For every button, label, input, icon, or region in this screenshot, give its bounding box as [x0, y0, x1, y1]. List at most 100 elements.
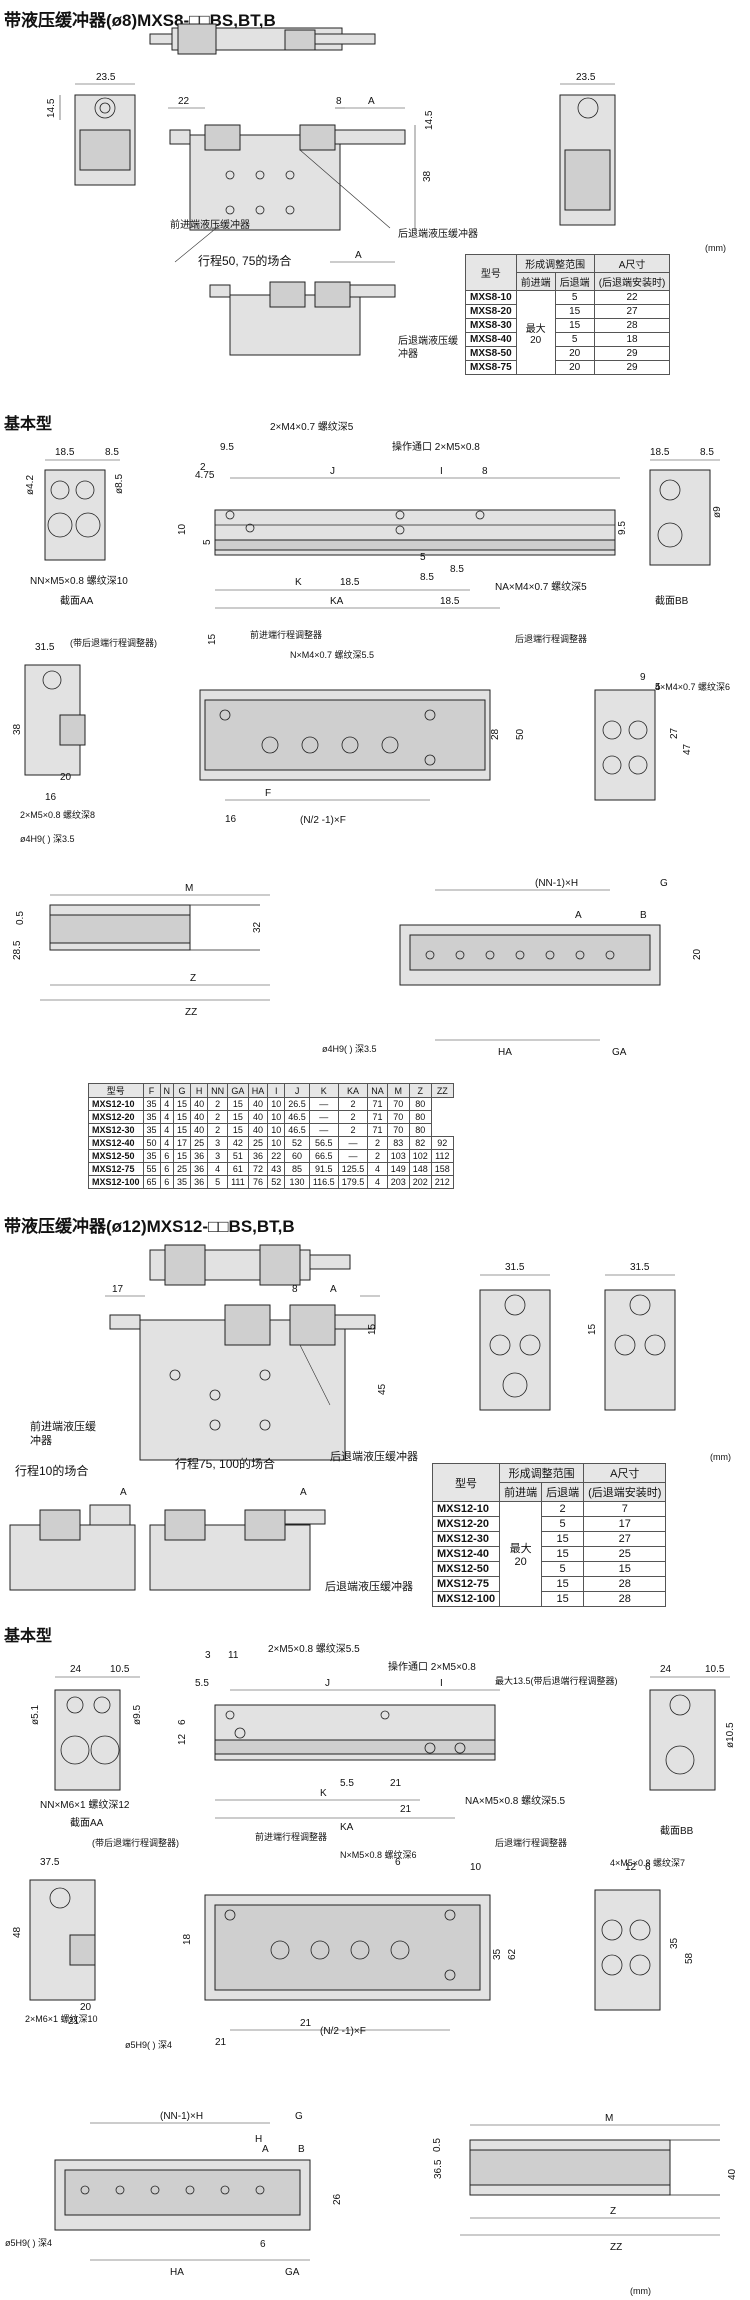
big-table-cell: 91.5: [308, 1162, 339, 1176]
svg-text:H: H: [255, 2134, 262, 2145]
label-m5-right: 4×M5×0.8 螺纹深7: [610, 1858, 686, 1868]
mxs12-plan-view: F 16 15 28 50: [199, 633, 526, 825]
spec2-head-rear: 后退端: [541, 1482, 585, 1502]
svg-text:J: J: [325, 1678, 330, 1689]
svg-text:21: 21: [300, 2018, 312, 2029]
spec1-cell: MXS8-40: [465, 332, 517, 347]
big-table-cell: —: [308, 1097, 339, 1111]
spec2-head-a-note: (后退端安装时): [583, 1482, 667, 1502]
spec2-cell: 15: [541, 1531, 585, 1547]
svg-text:8: 8: [482, 466, 488, 477]
svg-text:9.5: 9.5: [220, 442, 234, 453]
big-table-cell: 15: [173, 1149, 192, 1163]
spec1-unit: (mm): [705, 243, 726, 253]
svg-text:18.5: 18.5: [440, 596, 460, 607]
svg-text:8.5: 8.5: [450, 564, 464, 575]
svg-text:22: 22: [178, 96, 190, 107]
big-table-cell: 40: [247, 1110, 269, 1124]
svg-text:(NN-1)×H: (NN-1)×H: [160, 2111, 203, 2122]
big-table-cell: 83: [386, 1136, 410, 1150]
big-table-cell: 3: [207, 1149, 229, 1163]
svg-text:12: 12: [625, 1862, 637, 1873]
svg-text:32: 32: [252, 921, 263, 933]
svg-text:A: A: [120, 1487, 127, 1498]
big-table-cell: 10: [267, 1110, 286, 1124]
spec2-cell: MXS12-100: [431, 1591, 501, 1607]
mxs12-base-plan-view: 21 21 6 10 35 62 18: [182, 1857, 518, 2048]
mxs12-shock-end-left: 31.5: [479, 1262, 551, 1411]
svg-text:21: 21: [215, 2037, 227, 2048]
label-section-aa-2: 截面AA: [70, 1818, 104, 1829]
spec1-head-model: 型号: [465, 254, 517, 291]
svg-text:B: B: [298, 2144, 305, 2155]
label-port-s4: 操作通口 2×M5×0.8: [388, 1662, 476, 1673]
dim-23-5-left: 23.5: [96, 72, 116, 83]
big-table-cell: 102: [408, 1149, 432, 1163]
spec2-cell: 28: [583, 1591, 667, 1607]
big-table-cell: 26.5: [284, 1097, 310, 1111]
big-table-cell: 40: [247, 1123, 269, 1137]
spec1-head-a: A尺寸: [593, 254, 671, 273]
label-nn-m5: NN×M5×0.8 螺纹深10: [30, 576, 128, 587]
section-title-mxs12-shock: 带液压缓冲器(ø12)MXS12-□□BS,BT,B: [4, 1217, 295, 1236]
big-table-cell: 36: [190, 1175, 209, 1189]
big-table-header: M: [386, 1083, 410, 1098]
svg-text:28: 28: [490, 728, 501, 740]
spec2-head-a: A尺寸: [583, 1463, 667, 1483]
svg-text:I: I: [440, 1678, 443, 1689]
big-table-cell: 4: [367, 1162, 388, 1176]
spec-table-mxs12-shock: 型号 形成调整范围 A尺寸 前进端 后退端 (后退端安装时) MXS12-10 …: [431, 1463, 667, 1607]
big-table-cell: 35: [173, 1175, 192, 1189]
big-table-cell: 2: [207, 1097, 229, 1111]
mxs8-top-view: [149, 23, 376, 55]
big-table-cell: 72: [247, 1162, 269, 1176]
big-table-cell: 15: [173, 1097, 192, 1111]
svg-text:12: 12: [177, 1733, 188, 1745]
mxs12-base-side-elevation: (NN-1)×H G H A B 26 HA GA 6: [54, 2111, 343, 2278]
label-n-m4: N×M4×0.7 螺纹深5.5: [290, 650, 375, 660]
big-table-cell: 2: [337, 1097, 369, 1111]
spec1-cell: 5: [554, 332, 595, 347]
mxs12-shock-top-view: [149, 1244, 351, 1286]
spec2-cell: MXS12-30: [431, 1531, 501, 1547]
svg-text:47: 47: [682, 743, 693, 755]
mxs12-base-right-end: 12 6 35 58: [594, 1862, 695, 2011]
big-table-cell: 203: [386, 1175, 410, 1189]
svg-text:16: 16: [45, 792, 57, 803]
svg-text:50: 50: [515, 728, 526, 740]
big-table-cell: 40: [247, 1097, 269, 1111]
big-table-cell: 149: [386, 1162, 410, 1176]
svg-text:HA: HA: [170, 2267, 184, 2278]
spec2-cell: MXS12-50: [431, 1561, 501, 1577]
section-title-basic-2: 基本型: [4, 1628, 53, 1645]
label-m5-side: 2×M5×0.8 螺纹深8: [20, 810, 96, 820]
svg-text:5: 5: [655, 682, 661, 693]
big-table-cell: MXS12-50: [88, 1149, 144, 1163]
big-table-header: N: [159, 1083, 175, 1098]
mxs12-shock-side-view: 17 8 A 15 45: [105, 1284, 388, 1461]
label-m4-top: 2×M4×0.7 螺纹深5: [270, 422, 354, 433]
svg-text:10: 10: [177, 523, 188, 535]
big-table-cell: 15: [227, 1123, 249, 1137]
svg-text:HA: HA: [498, 1047, 512, 1058]
svg-text:28.5: 28.5: [12, 940, 23, 960]
svg-text:ø8.5: ø8.5: [114, 474, 125, 494]
svg-text:ø10.5: ø10.5: [725, 1722, 736, 1748]
big-table-cell: —: [308, 1123, 339, 1137]
svg-text:36.5: 36.5: [433, 2159, 444, 2179]
spec2-cell: 7: [583, 1501, 667, 1517]
svg-text:20: 20: [80, 2002, 92, 2013]
svg-text:ZZ: ZZ: [610, 2242, 622, 2253]
big-table-cell: 51: [227, 1149, 249, 1163]
svg-text:6: 6: [260, 2239, 266, 2250]
spec1-cell: MXS8-20: [465, 304, 517, 319]
mxs12-base-side-view: 3 11 5.5 J I K KA 5.5 21 21 6 12: [177, 1650, 500, 1833]
big-table-cell: 52: [284, 1136, 310, 1150]
big-table-cell: 15: [227, 1110, 249, 1124]
